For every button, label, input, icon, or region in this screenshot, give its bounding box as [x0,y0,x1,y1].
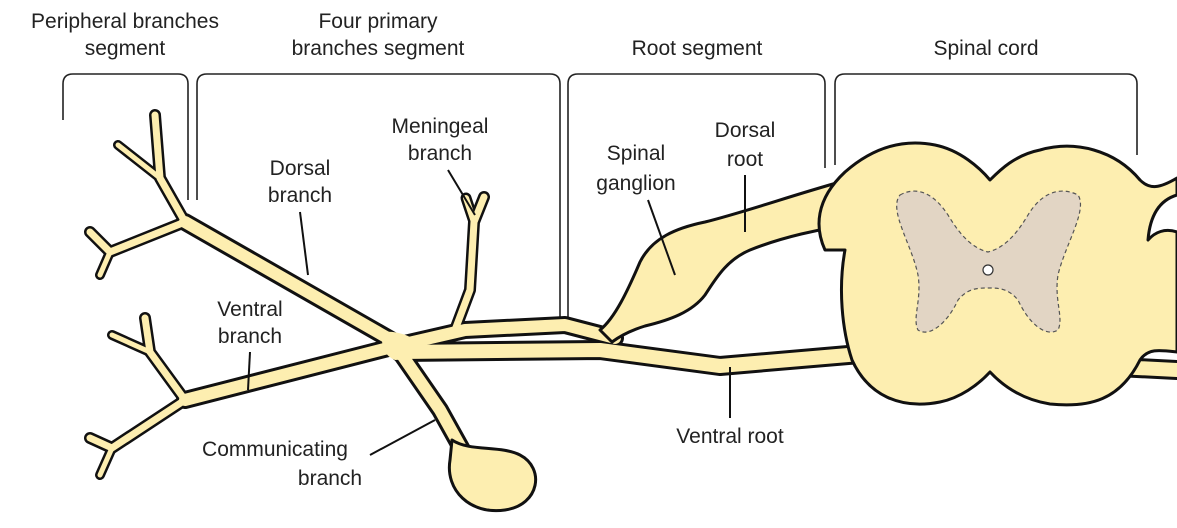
label-meningeal-line1: Meningeal [392,115,489,138]
leader-communicating [370,420,435,455]
label-spinal-ganglion-line1: Spinal [607,142,665,165]
label-dorsal-root-line1: Dorsal [715,119,776,142]
title-four-primary-line2: branches segment [292,37,465,60]
label-ventral-root: Ventral root [676,425,784,448]
label-dorsal-branch-line1: Dorsal [270,157,331,180]
leader-dorsal-branch [300,212,308,275]
label-dorsal-branch-line2: branch [268,184,332,207]
label-ventral-branch-line1: Ventral [217,298,282,321]
label-dorsal-root-line2: root [727,148,763,171]
leader-meningeal [448,170,475,215]
sympathetic-ganglion-bulb [449,440,535,511]
label-spinal-ganglion-line2: ganglion [596,172,675,195]
title-peripheral-line1: Peripheral branches [31,10,219,33]
title-spinal-cord: Spinal cord [933,37,1038,60]
spinal-cord [819,143,1177,405]
label-communicating-line1: Communicating [202,438,348,461]
central-canal [983,265,993,275]
title-root-segment: Root segment [632,37,763,60]
label-meningeal-line2: branch [408,142,472,165]
title-peripheral-line2: segment [85,37,166,60]
segment-titles: Peripheral branches segment Four primary… [31,10,1039,60]
bracket-peripheral [63,74,188,200]
label-communicating-line2: branch [298,467,362,490]
bracket-four-primary [197,74,560,322]
title-four-primary-line1: Four primary [318,10,438,33]
label-ventral-branch-line2: branch [218,325,282,348]
